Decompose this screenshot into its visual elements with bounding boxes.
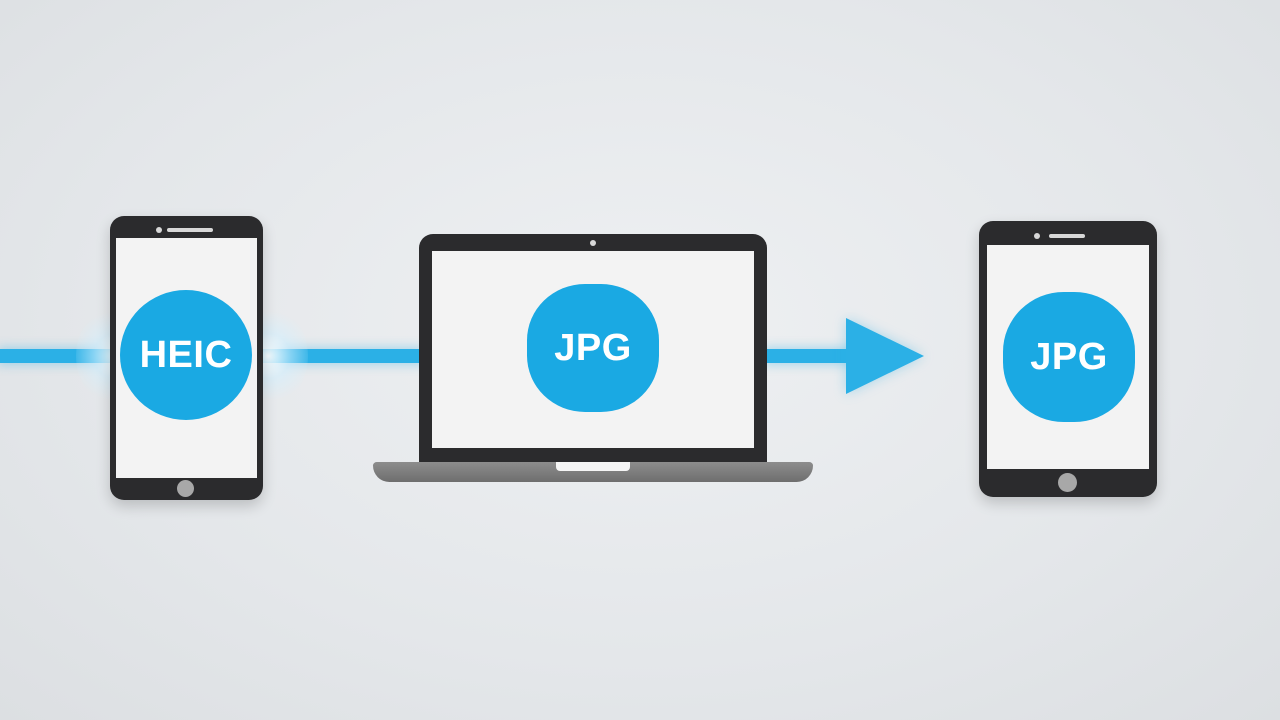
laptop-base: [373, 462, 813, 482]
arrow-right-icon: [846, 318, 924, 394]
home-button: [177, 480, 194, 497]
heic-format-badge: HEIC: [120, 290, 252, 420]
flow-line-laptop-to-tablet: [766, 349, 862, 363]
home-button: [1058, 473, 1077, 492]
speaker-slot: [167, 228, 213, 232]
webcam-dot: [590, 240, 596, 246]
laptop-notch: [556, 462, 630, 471]
camera-dot: [1034, 233, 1040, 239]
jpg-format-badge-laptop: JPG: [527, 284, 659, 412]
camera-dot: [156, 227, 162, 233]
speaker-slot: [1049, 234, 1085, 238]
jpg-format-badge-tablet: JPG: [1003, 292, 1135, 422]
